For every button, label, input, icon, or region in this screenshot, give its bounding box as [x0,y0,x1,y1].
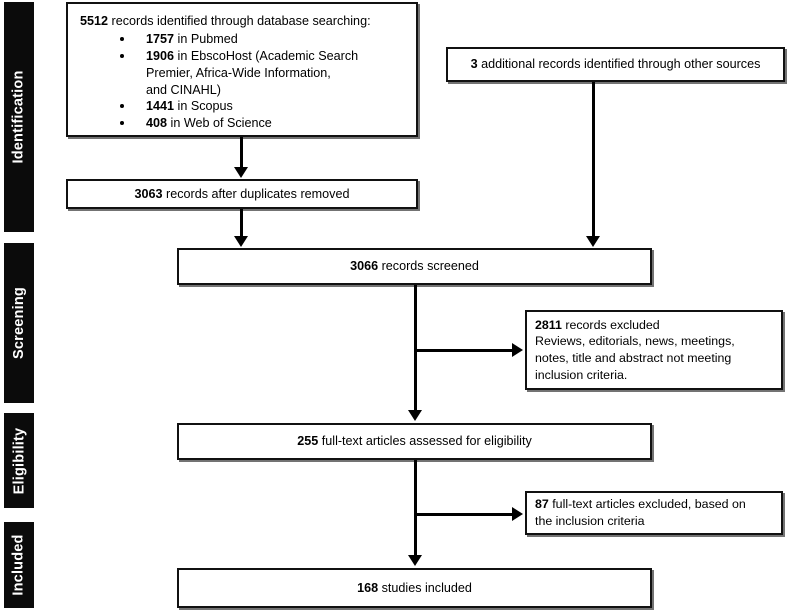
connector-fulltext-to-excluded [414,513,514,516]
other-sources-count: 3 [470,57,478,72]
excluded-screen-reason-1: Reviews, editorials, news, meetings, [535,334,735,349]
phase-label-identification: Identification [11,70,27,164]
list-item: 1441 in Scopus [120,98,408,115]
excluded-full-count: 87 [535,497,549,512]
phase-bar-screening: Screening [4,243,34,403]
box-studies-included: 168 studies included [177,568,652,608]
included-text: studies included [378,580,472,595]
arrowhead-databases-to-duplicates [234,167,248,178]
db-text-cont2: and CINAHL) [146,82,221,97]
list-item: 1906 in EbscoHost (Academic Search Premi… [120,48,408,98]
duplicates-line: 3063 records after duplicates removed [135,186,350,202]
screened-line: 3066 records screened [350,258,479,274]
connector-other-sources-to-screened [592,82,595,237]
box-fulltext-excluded: 87 full-text articles excluded, based on… [525,491,783,535]
other-sources-text: additional records identified through ot… [477,57,761,72]
fulltext-line: 255 full-text articles assessed for elig… [297,433,532,449]
excluded-screen-reason-2: notes, title and abstract not meeting [535,351,732,365]
db-text: in Pubmed [174,32,238,47]
excluded-screen-reason-3: inclusion criteria. [535,367,628,382]
box-records-after-duplicates-removed: 3063 records after duplicates removed [66,179,418,209]
phase-bar-included: Included [4,522,34,608]
db-count: 408 [146,116,168,131]
connector-fulltext-to-included [414,460,417,556]
excluded-screen-count: 2811 [535,317,562,332]
db-count: 1441 [146,99,175,114]
db-count: 1906 [146,49,175,64]
screened-count: 3066 [350,259,379,274]
phase-bar-eligibility: Eligibility [4,413,34,508]
bullet-icon [120,104,124,109]
arrowhead-fulltext-to-included [408,555,422,566]
phase-label-screening: Screening [11,287,28,359]
arrowhead-screened-to-fulltext [408,410,422,421]
box-additional-records-other-sources: 3 additional records identified through … [446,47,785,82]
databases-headline: 5512 records identified through database… [80,13,408,29]
box-records-identified-databases: 5512 records identified through database… [66,2,418,137]
list-item: 1757 in Pubmed [120,31,408,48]
box-records-excluded-screening: 2811 records excluded Reviews, editorial… [525,310,783,390]
fulltext-text: full-text articles assessed for eligibil… [318,434,532,449]
arrowhead-other-sources-to-screened [586,236,600,247]
arrowhead-fulltext-to-excluded [512,507,523,521]
excluded-screen-text: records excluded [561,317,660,332]
connector-duplicates-to-screened [240,209,243,237]
db-text: in EbscoHost (Academic Search [174,49,359,64]
other-sources-line: 3 additional records identified through … [471,56,761,72]
excluded-screen-headline: 2811 records excluded [535,317,660,334]
databases-headline-text: records identified through database sear… [108,14,371,28]
databases-count: 5512 [80,14,109,28]
db-text: in Web of Science [167,116,272,131]
box-records-screened: 3066 records screened [177,248,652,285]
connector-screened-to-excluded [414,349,514,352]
phase-label-included: Included [11,534,27,596]
included-count: 168 [357,580,379,595]
excluded-full-text: full-text articles excluded, based on [548,497,746,512]
connector-databases-to-duplicates [240,137,243,168]
duplicates-count: 3063 [134,186,163,201]
box-fulltext-assessed-eligibility: 255 full-text articles assessed for elig… [177,423,652,460]
phase-label-eligibility: Eligibility [11,427,27,494]
duplicates-text: records after duplicates removed [162,186,350,201]
phase-bar-identification: Identification [4,2,34,232]
db-text: in Scopus [174,99,233,114]
bullet-icon [120,37,124,42]
bullet-icon [120,121,124,126]
db-count: 1757 [146,32,175,47]
excluded-full-line-2: the inclusion criteria [535,514,645,528]
screened-text: records screened [378,259,479,274]
included-line: 168 studies included [357,580,472,596]
arrowhead-duplicates-to-screened [234,236,248,247]
bullet-icon [120,54,124,59]
arrowhead-screened-to-excluded [512,343,523,357]
databases-list: 1757 in Pubmed 1906 in EbscoHost (Academ… [80,31,408,131]
list-item: 408 in Web of Science [120,115,408,132]
connector-screened-to-fulltext [414,285,417,411]
excluded-full-headline: 87 full-text articles excluded, based on [535,496,746,513]
fulltext-count: 255 [297,434,319,449]
db-text-cont: Premier, Africa-Wide Information, [146,65,331,80]
